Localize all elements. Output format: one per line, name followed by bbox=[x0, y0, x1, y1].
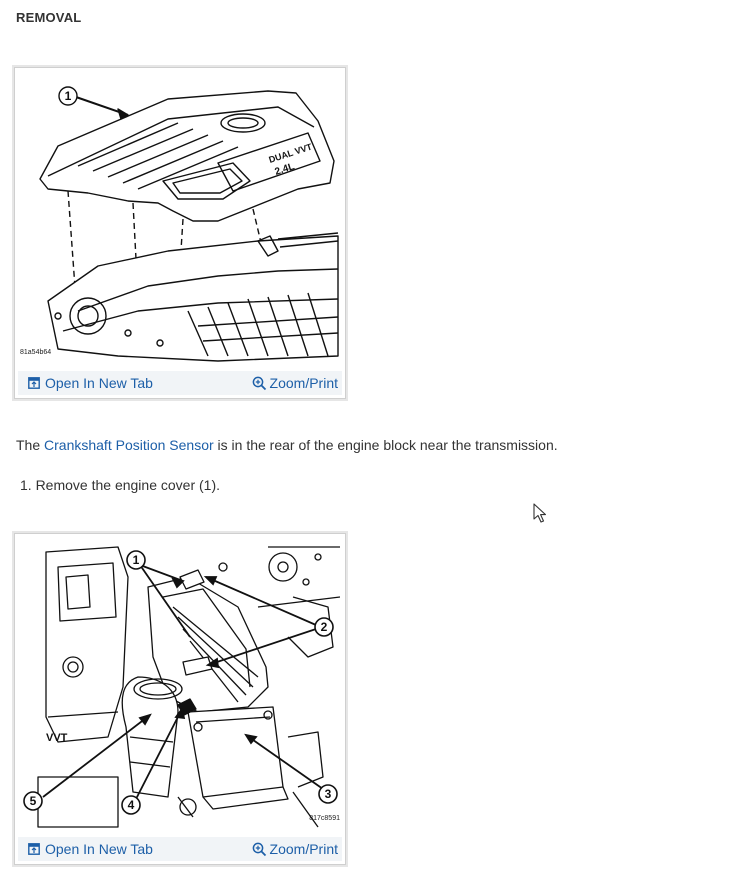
zoom-print-link[interactable]: Zoom/Print bbox=[252, 841, 342, 857]
figure-air-cleaner: 1 2 3 4 5 VVT 817c8591 Open In New Tab bbox=[14, 533, 346, 865]
figure-toolbar: Open In New Tab Zoom/Print bbox=[18, 371, 342, 395]
zoom-print-link[interactable]: Zoom/Print bbox=[252, 375, 342, 391]
air-cleaner-illustration: 1 2 3 4 5 VVT bbox=[23, 546, 340, 828]
open-in-new-tab-link[interactable]: Open In New Tab bbox=[18, 375, 153, 391]
open-tab-icon bbox=[28, 377, 40, 389]
engine-badge-text: VVT bbox=[46, 732, 68, 744]
open-in-new-tab-label: Open In New Tab bbox=[45, 375, 153, 391]
intro-paragraph: The Crankshaft Position Sensor is in the… bbox=[16, 437, 558, 453]
section-heading: REMOVAL bbox=[16, 10, 82, 25]
zoom-print-label: Zoom/Print bbox=[269, 841, 338, 857]
crankshaft-position-sensor-link[interactable]: Crankshaft Position Sensor bbox=[44, 437, 214, 453]
zoom-print-label: Zoom/Print bbox=[269, 375, 338, 391]
intro-prefix: The bbox=[16, 437, 45, 453]
open-in-new-tab-link[interactable]: Open In New Tab bbox=[18, 841, 153, 857]
callout-2: 2 bbox=[321, 620, 328, 634]
callout-3: 3 bbox=[325, 787, 332, 801]
figure-image[interactable]: 1 2 3 4 5 VVT 817c8591 bbox=[18, 537, 342, 837]
zoom-icon bbox=[252, 842, 266, 856]
figure-code: 817c8591 bbox=[309, 815, 340, 822]
figure-engine-cover: 1 DUAL VVT 2.4L 81a54b64 Open In New Tab… bbox=[14, 67, 346, 399]
callout-4: 4 bbox=[128, 798, 135, 812]
open-in-new-tab-label: Open In New Tab bbox=[45, 841, 153, 857]
mouse-cursor-icon bbox=[533, 503, 547, 523]
intro-suffix: is in the rear of the engine block near … bbox=[213, 437, 558, 453]
callout-1: 1 bbox=[133, 553, 140, 567]
open-tab-icon bbox=[28, 843, 40, 855]
engine-cover-illustration: 1 DUAL VVT 2.4L bbox=[39, 86, 339, 362]
figure-image[interactable]: 1 DUAL VVT 2.4L 81a54b64 bbox=[18, 71, 342, 371]
figure-code: 81a54b64 bbox=[20, 349, 52, 356]
zoom-icon bbox=[252, 376, 266, 390]
figure-toolbar: Open In New Tab Zoom/Print bbox=[18, 837, 342, 861]
step-1: 1. Remove the engine cover (1). bbox=[20, 477, 220, 493]
callout-1: 1 bbox=[65, 89, 72, 103]
callout-5: 5 bbox=[30, 794, 37, 808]
